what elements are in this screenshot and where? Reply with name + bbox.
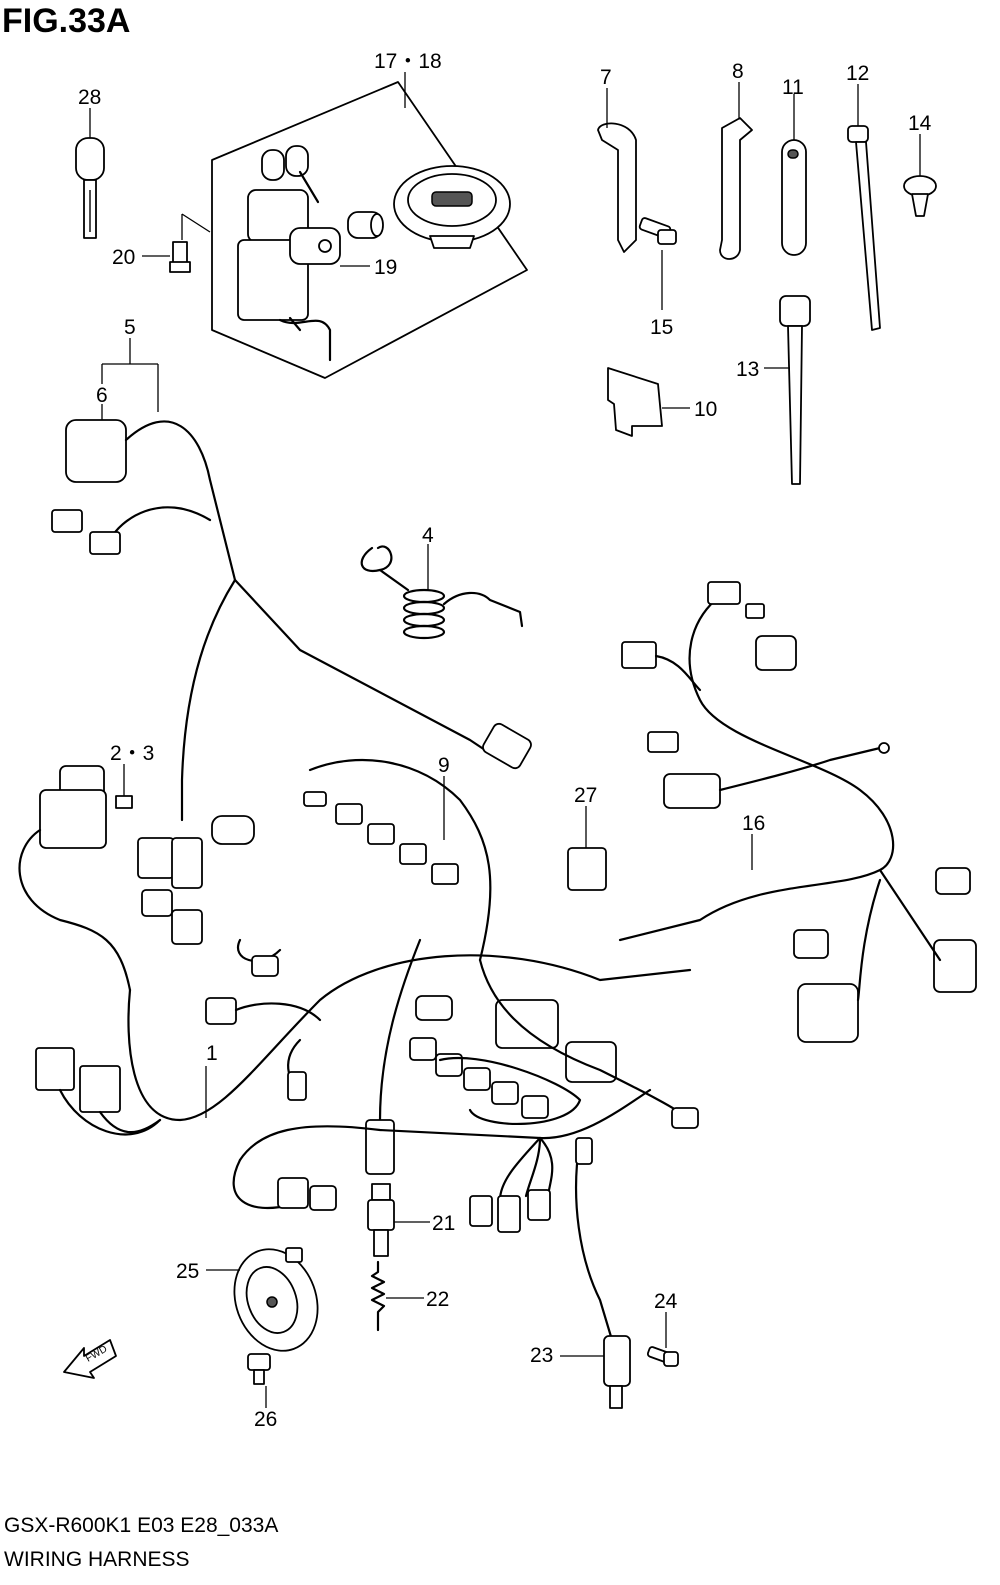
callout-21: 21 [432, 1212, 455, 1235]
callout-26: 26 [254, 1408, 277, 1431]
callout-12: 12 [846, 62, 869, 85]
screw-15-icon [638, 217, 677, 245]
callout-6: 6 [96, 384, 108, 407]
left-connector-cluster [18, 765, 692, 1136]
clip-14-icon [903, 175, 937, 217]
bolt-26-icon [247, 1353, 271, 1385]
ignition-switch-icon [237, 145, 341, 362]
callout-7: 7 [600, 66, 612, 89]
right-harness-16 [618, 581, 977, 1043]
clamp-11-icon [781, 139, 807, 256]
callout-27: 27 [574, 784, 597, 807]
screw-24-icon [646, 1346, 679, 1367]
main-harness-upper [51, 419, 532, 822]
callout-13: 13 [736, 358, 759, 381]
bolt-20-icon [169, 241, 191, 273]
sheet-10-icon [607, 367, 663, 437]
spring-22-icon [370, 1260, 386, 1332]
callout-23: 23 [530, 1344, 553, 1367]
callout-19: 19 [374, 256, 397, 279]
callout-25: 25 [176, 1260, 199, 1283]
ignition-set-box [211, 72, 528, 379]
fuse-2-3-icon [115, 795, 133, 809]
relay-27-icon [567, 847, 607, 891]
callout-5: 5 [124, 316, 136, 339]
injector-leads-9 [303, 758, 492, 962]
fuel-cap-icon [393, 165, 511, 249]
callout-16: 16 [742, 812, 765, 835]
callout-28: 28 [78, 86, 101, 109]
switch-21-icon [367, 1183, 395, 1257]
center-harness [205, 938, 699, 1342]
seat-lock-icon [347, 211, 384, 239]
figure-title: FIG.33A [2, 2, 131, 40]
callout-8: 8 [732, 60, 744, 83]
clamp-8-icon [719, 117, 753, 260]
callout-15: 15 [650, 316, 673, 339]
callout-1: 1 [206, 1042, 218, 1065]
model-code: GSX-R600K1 E03 E28_033A [4, 1514, 279, 1537]
cable-tie-12-icon [847, 125, 881, 331]
callout-4: 4 [422, 524, 434, 547]
callout-20: 20 [112, 246, 135, 269]
diagram-caption: WIRING HARNESS [4, 1548, 190, 1571]
fwd-arrow-icon: FWD [63, 1339, 117, 1379]
cable-tie-13-icon [779, 295, 811, 485]
callout-22: 22 [426, 1288, 449, 1311]
clamp-7-icon [597, 122, 637, 253]
key-icon [75, 137, 105, 239]
callout-17-18: 17・18 [374, 50, 442, 73]
callout-2-3: 2・3 [110, 742, 154, 765]
callout-14: 14 [908, 112, 932, 135]
callout-24: 24 [654, 1290, 678, 1313]
sensor-23-icon [603, 1335, 631, 1409]
callout-11: 11 [782, 76, 804, 99]
horn-icon [233, 1247, 319, 1352]
spring-4-icon [360, 545, 524, 640]
callout-9: 9 [438, 754, 450, 777]
callout-10: 10 [694, 398, 717, 421]
